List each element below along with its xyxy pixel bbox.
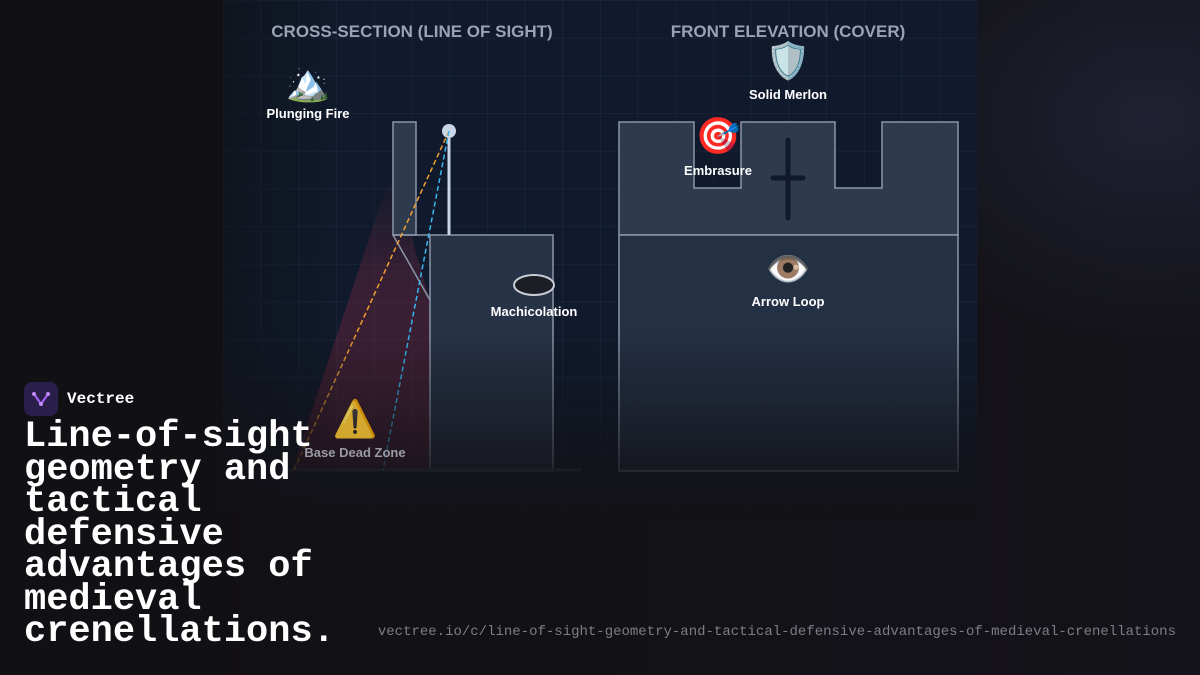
panel-bottom-fade — [223, 330, 977, 520]
overhang-brace — [392, 234, 431, 301]
eye-icon: 👁️ — [765, 249, 811, 290]
sightline-over-parapet — [293, 130, 450, 471]
parapet-merlon — [392, 121, 417, 236]
headline: Line-of-sight geometry and tactical defe… — [24, 416, 335, 653]
left-fade — [0, 0, 340, 675]
arrow-loop-label: Arrow Loop — [751, 294, 825, 309]
machicolation-opening — [513, 274, 555, 296]
source-url[interactable]: vectree.io/c/line-of-sight-geometry-and-… — [377, 624, 1176, 640]
mountain-icon: 🏔️ — [285, 63, 331, 104]
front-elevation-title: FRONT ELEVATION (COVER) — [670, 22, 906, 41]
sightline-machicolation — [382, 130, 450, 471]
base-dead-zone-label: Base Dead Zone — [304, 445, 406, 460]
plunging-fire-label: Plunging Fire — [266, 106, 350, 121]
brand: Vectree — [24, 382, 134, 416]
target-icon: 🎯 — [695, 116, 741, 157]
brand-name: Vectree — [67, 390, 135, 408]
cross-section-title: CROSS-SECTION (LINE OF SIGHT) — [271, 22, 553, 41]
vectree-logo-icon — [24, 382, 58, 416]
embrasure-label: Embrasure — [684, 163, 752, 178]
solid-merlon-label: Solid Merlon — [749, 87, 827, 102]
warning-icon: ⚠️ — [332, 399, 378, 440]
machicolation-label: Machicolation — [490, 304, 578, 319]
shield-icon: 🛡️ — [765, 41, 811, 82]
